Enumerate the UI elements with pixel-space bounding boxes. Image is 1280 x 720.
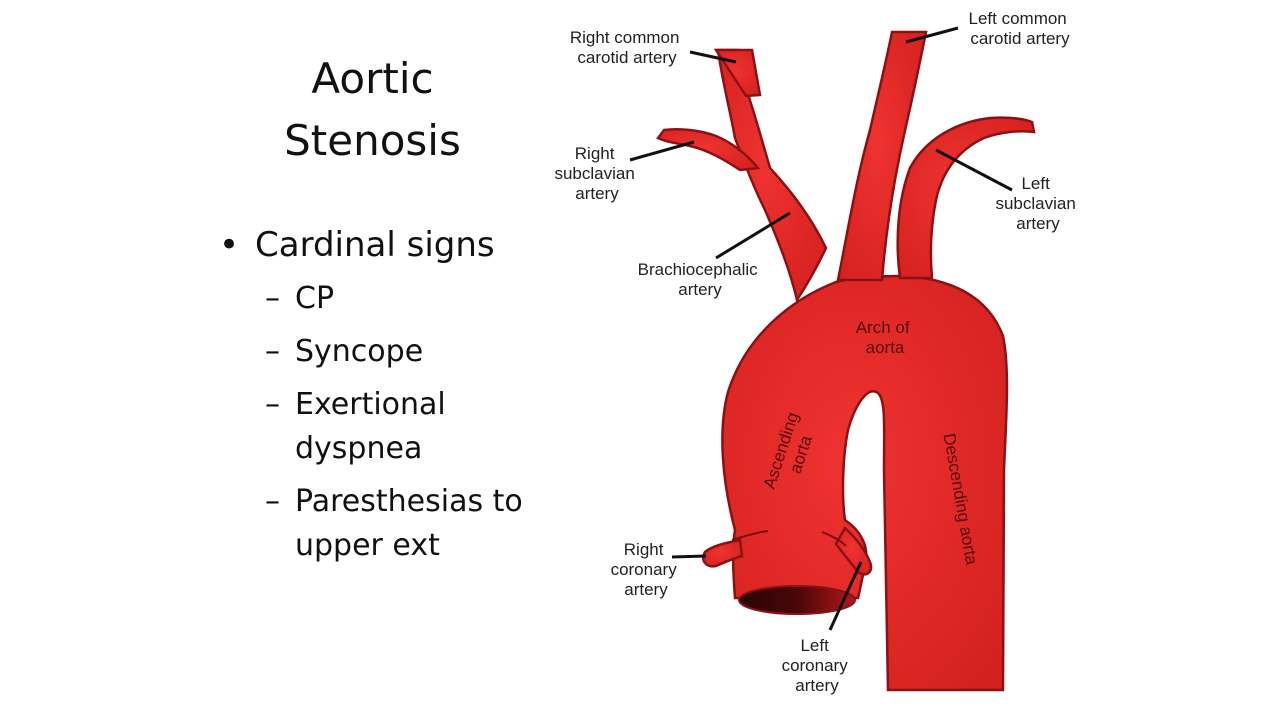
- left-common-carotid-shape: [836, 30, 928, 282]
- subitem-line: Syncope: [295, 334, 424, 369]
- coronary-origin-line: [731, 530, 769, 541]
- label-arch-of-aorta: Arch of aorta: [856, 318, 915, 357]
- dash-icon: –: [265, 281, 280, 316]
- bullet-list: • Cardinal signs – CP – Syncope – Exerti…: [215, 222, 545, 568]
- dash-icon: –: [265, 484, 280, 519]
- leader-left-subclavian: [935, 148, 1013, 192]
- dash-icon: –: [265, 387, 280, 422]
- subitem-syncope: – Syncope: [215, 330, 545, 374]
- label-brachiocephalic: Brachiocephalic artery: [638, 260, 763, 299]
- leader-right-coronary: [671, 554, 707, 559]
- leader-right-common-carotid: [689, 50, 737, 64]
- label-left-coronary: Left coronary artery: [782, 636, 853, 695]
- subitem-line: Exertional: [295, 387, 446, 422]
- slide-title: Aortic Stenosis: [240, 48, 505, 172]
- dash-icon: –: [265, 334, 280, 369]
- subitem-paresthesias: – Paresthesias to upper ext: [215, 480, 545, 568]
- left-subclavian-shape: [896, 116, 1036, 280]
- label-right-coronary: Right coronary artery: [611, 540, 682, 599]
- bullet-cardinal-signs: • Cardinal signs: [215, 222, 545, 268]
- label-right-common-carotid: Right common carotid artery: [570, 28, 684, 67]
- leader-lines: [629, 26, 1013, 631]
- label-left-subclavian: Left subclavian artery: [995, 174, 1080, 233]
- leader-brachiocephalic: [715, 211, 791, 260]
- subitem-line: upper ext: [295, 528, 440, 563]
- bullet-label: Cardinal signs: [255, 225, 495, 265]
- subitem-cp: – CP: [215, 277, 545, 321]
- leader-left-common-carotid: [905, 26, 959, 44]
- leader-right-subclavian: [629, 140, 695, 162]
- subitem-exertional-dyspnea: – Exertional dyspnea: [215, 383, 545, 471]
- subitem-line: Paresthesias to: [295, 484, 523, 519]
- label-left-common-carotid: Left common carotid artery: [969, 9, 1072, 48]
- label-right-subclavian: Right subclavian artery: [554, 144, 639, 203]
- aortic-opening-shape: [738, 585, 856, 615]
- subitem-line: dyspnea: [295, 431, 423, 466]
- coronary-origin-line: [821, 531, 847, 547]
- bullet-dot-icon: •: [219, 225, 240, 265]
- right-subclavian-shape: [656, 128, 761, 172]
- title-line-1: Aortic: [311, 54, 434, 103]
- right-coronary-shape: [701, 538, 744, 568]
- leader-left-coronary: [828, 561, 863, 631]
- vessel-group: [656, 30, 1036, 692]
- subitem-line: CP: [295, 281, 335, 316]
- title-line-2: Stenosis: [284, 116, 461, 165]
